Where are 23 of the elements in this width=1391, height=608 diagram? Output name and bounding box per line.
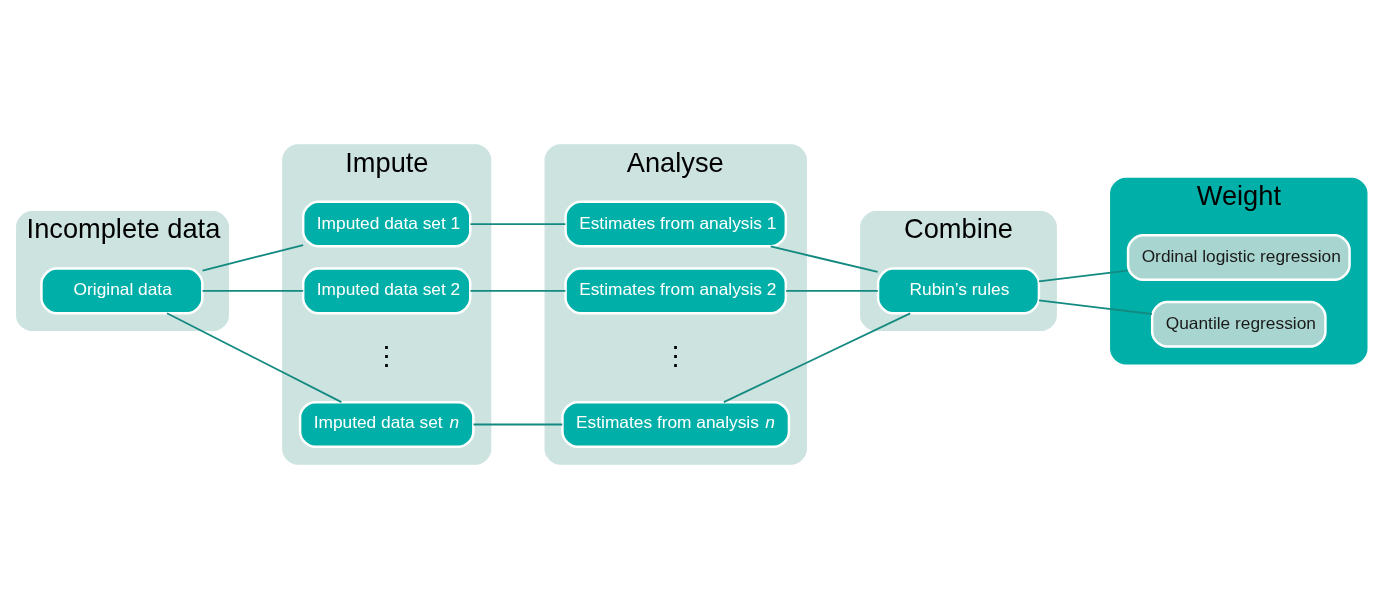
node-box: Ordinal logistic regression: [1126, 233, 1351, 281]
node-box: Imputed data set 2: [301, 266, 472, 314]
connector: [201, 289, 305, 292]
label: ⋮: [373, 339, 401, 371]
connector: [785, 289, 879, 292]
node-box: Original data: [40, 266, 204, 314]
connector: [722, 311, 912, 403]
connector: [201, 243, 305, 272]
connector: [166, 311, 343, 403]
node-box: Estimates from analysis 2: [564, 266, 788, 314]
connector: [1038, 299, 1153, 315]
connector: [1038, 269, 1129, 282]
label: ⋮: [662, 339, 690, 371]
connector: [469, 289, 567, 292]
connector: [469, 222, 567, 225]
connector: [769, 245, 879, 273]
node-box: Estimates from analysis n: [561, 400, 791, 448]
node-box: Quantile regression: [1150, 300, 1327, 348]
connector: [472, 423, 564, 425]
node-box: Rubin’s rules: [876, 266, 1041, 314]
node-box: Imputed data set n: [298, 400, 475, 448]
node-box: Estimates from analysis 1: [564, 200, 788, 248]
node-box: Imputed data set 1: [301, 200, 472, 248]
